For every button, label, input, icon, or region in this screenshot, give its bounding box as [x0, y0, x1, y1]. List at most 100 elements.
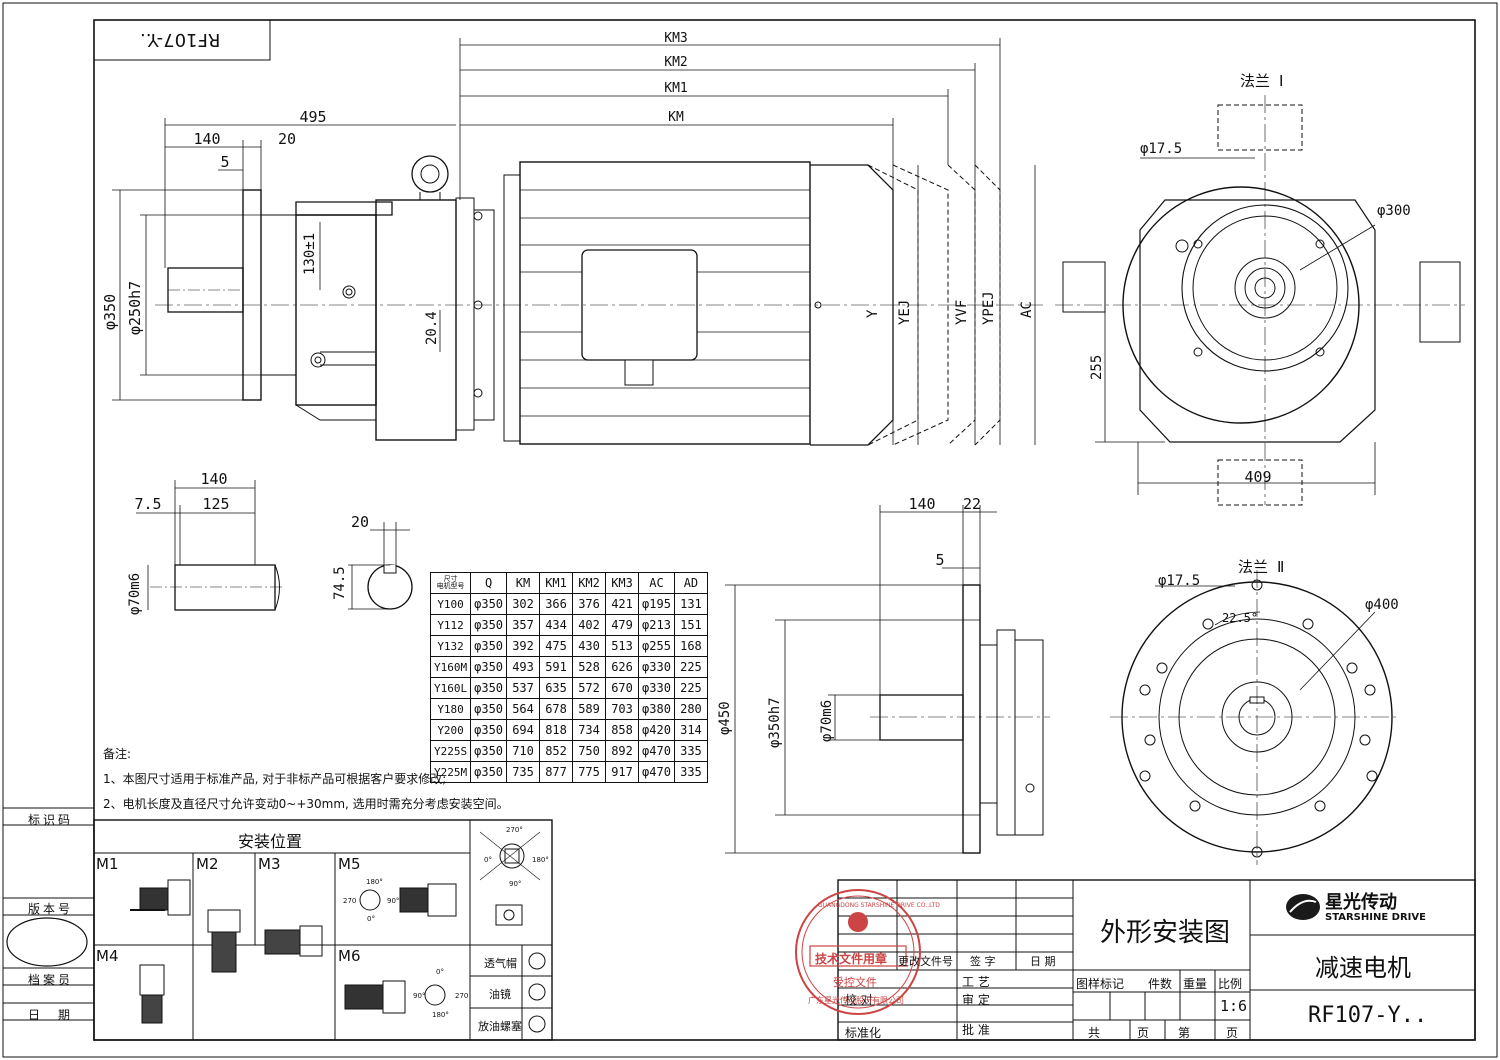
dim-204: 20.4	[424, 311, 440, 345]
m6-angle-180: 180°	[432, 1011, 449, 1019]
m5-angle-0: 0°	[367, 915, 375, 923]
flange2-dim-phi450: φ450	[717, 701, 733, 735]
spec-cell: 591	[539, 656, 574, 678]
dim-phi250: φ250h7	[126, 280, 144, 335]
dim-km1: KM1	[664, 81, 688, 96]
tb-weight: 重量	[1183, 977, 1208, 991]
tb-scale-value: 1:6	[1220, 997, 1248, 1015]
dim-20: 20	[277, 130, 297, 148]
brand-cn: 星光传动	[1325, 892, 1397, 913]
spec-cell: 589	[572, 698, 607, 720]
dim-yvf: YVF	[954, 299, 970, 325]
accessory-breather: 透气帽	[484, 957, 517, 970]
spec-cell: 513	[605, 635, 640, 657]
spec-cell: φ195	[638, 593, 675, 615]
spec-cell: 430	[572, 635, 607, 657]
spec-cell: 376	[572, 593, 607, 615]
spec-cell: 131	[673, 593, 708, 615]
spec-cell: φ330	[638, 677, 675, 699]
tb-pattern-mark: 图样标记	[1076, 977, 1125, 991]
dim-phi300: φ300	[1377, 203, 1411, 219]
brand-en: STARSHINE DRIVE	[1325, 912, 1426, 923]
company-stamp	[795, 889, 921, 1015]
accessory-oil-sight: 油镜	[489, 988, 511, 1001]
flange-1-label: 法兰 Ⅰ	[1240, 72, 1284, 90]
spec-cell: φ330	[638, 656, 675, 678]
spec-cell: 818	[539, 719, 574, 741]
tb-page: 页	[1137, 1026, 1150, 1040]
dim-yej: YEJ	[897, 299, 913, 325]
tb-total: 共	[1088, 1026, 1101, 1040]
mount-m3: M3	[258, 855, 281, 873]
dim-495: 495	[299, 108, 327, 126]
spec-cell: 734	[572, 719, 607, 741]
flange2-dim-phi350: φ350h7	[767, 697, 783, 748]
dim-140: 140	[193, 130, 221, 148]
flange2-dim-angle: 22.5°	[1222, 611, 1259, 625]
spec-cell: 280	[673, 698, 708, 720]
spec-cell: 858	[605, 719, 640, 741]
spec-cell: 564	[506, 698, 541, 720]
spec-cell: 626	[605, 656, 640, 678]
spec-cell: 392	[506, 635, 541, 657]
m6-angle-0: 0°	[436, 968, 444, 976]
drawing-code: RF107-Y..	[140, 29, 221, 50]
spec-col-km1: KM1	[539, 572, 574, 594]
spec-col-km2: KM2	[572, 572, 607, 594]
spec-cell: 479	[605, 614, 640, 636]
spec-motor-type: Y225S	[429, 740, 472, 762]
spec-cell: 475	[539, 635, 574, 657]
compass-90: 90°	[509, 880, 522, 888]
spec-col-km: KM	[506, 572, 541, 594]
compass-270: 270°	[506, 826, 523, 834]
spec-cell: 710	[506, 740, 541, 762]
title-block	[837, 879, 1476, 1041]
compass-180: 180°	[532, 856, 549, 864]
accessory-drain-plug: 放油螺塞	[478, 1020, 522, 1033]
tb-sign: 签 字	[970, 955, 996, 968]
spec-cell: 402	[572, 614, 607, 636]
spec-cell: 434	[539, 614, 574, 636]
stamp-bottom-text: 广东星光传动股份有限公司	[808, 996, 904, 1005]
spec-cell: φ213	[638, 614, 675, 636]
shaft-dim-7-5: 7.5	[134, 495, 162, 513]
tb-approve: 批 准	[962, 1023, 990, 1037]
spec-cell: 225	[673, 656, 708, 678]
spec-cell: φ350	[470, 635, 508, 657]
dim-409: 409	[1244, 468, 1272, 486]
spec-cell: φ350	[470, 656, 508, 678]
spec-cell: φ380	[638, 698, 675, 720]
spec-motor-type: Y180	[429, 698, 472, 720]
flange2-side-view	[725, 505, 1050, 854]
dim-km: KM	[668, 110, 684, 125]
spec-table-header: 尺寸电机型号 Q KM KM1 KM2 KM3 AC AD	[429, 572, 708, 594]
shaft-dim-74-5: 74.5	[332, 566, 348, 600]
spec-cell: 151	[673, 614, 708, 636]
code-box	[93, 19, 271, 61]
spec-cell: 735	[506, 761, 541, 783]
spec-cell: 635	[539, 677, 574, 699]
flange2-dim-phi17-5: φ17.5	[1158, 573, 1201, 589]
tb-standardize: 标准化	[845, 1026, 882, 1040]
spec-cell: 917	[605, 761, 640, 783]
spec-cell: 877	[539, 761, 574, 783]
flange2-dim-phi70: φ70m6	[819, 699, 835, 742]
flange2-dim-5: 5	[935, 551, 945, 569]
spec-cell: 852	[539, 740, 574, 762]
spec-cell: φ350	[470, 719, 508, 741]
spec-col-km3: KM3	[605, 572, 640, 594]
tb-change-file-no: 更改文件号	[898, 955, 953, 968]
spec-cell: φ350	[470, 677, 508, 699]
spec-motor-type: Y160M	[429, 656, 472, 678]
stamp-line-1: 技术文件用章	[815, 952, 888, 966]
mounting-positions-panel	[93, 819, 553, 1041]
spec-cell: 225	[673, 677, 708, 699]
side-label-date: 日期	[28, 1008, 89, 1022]
